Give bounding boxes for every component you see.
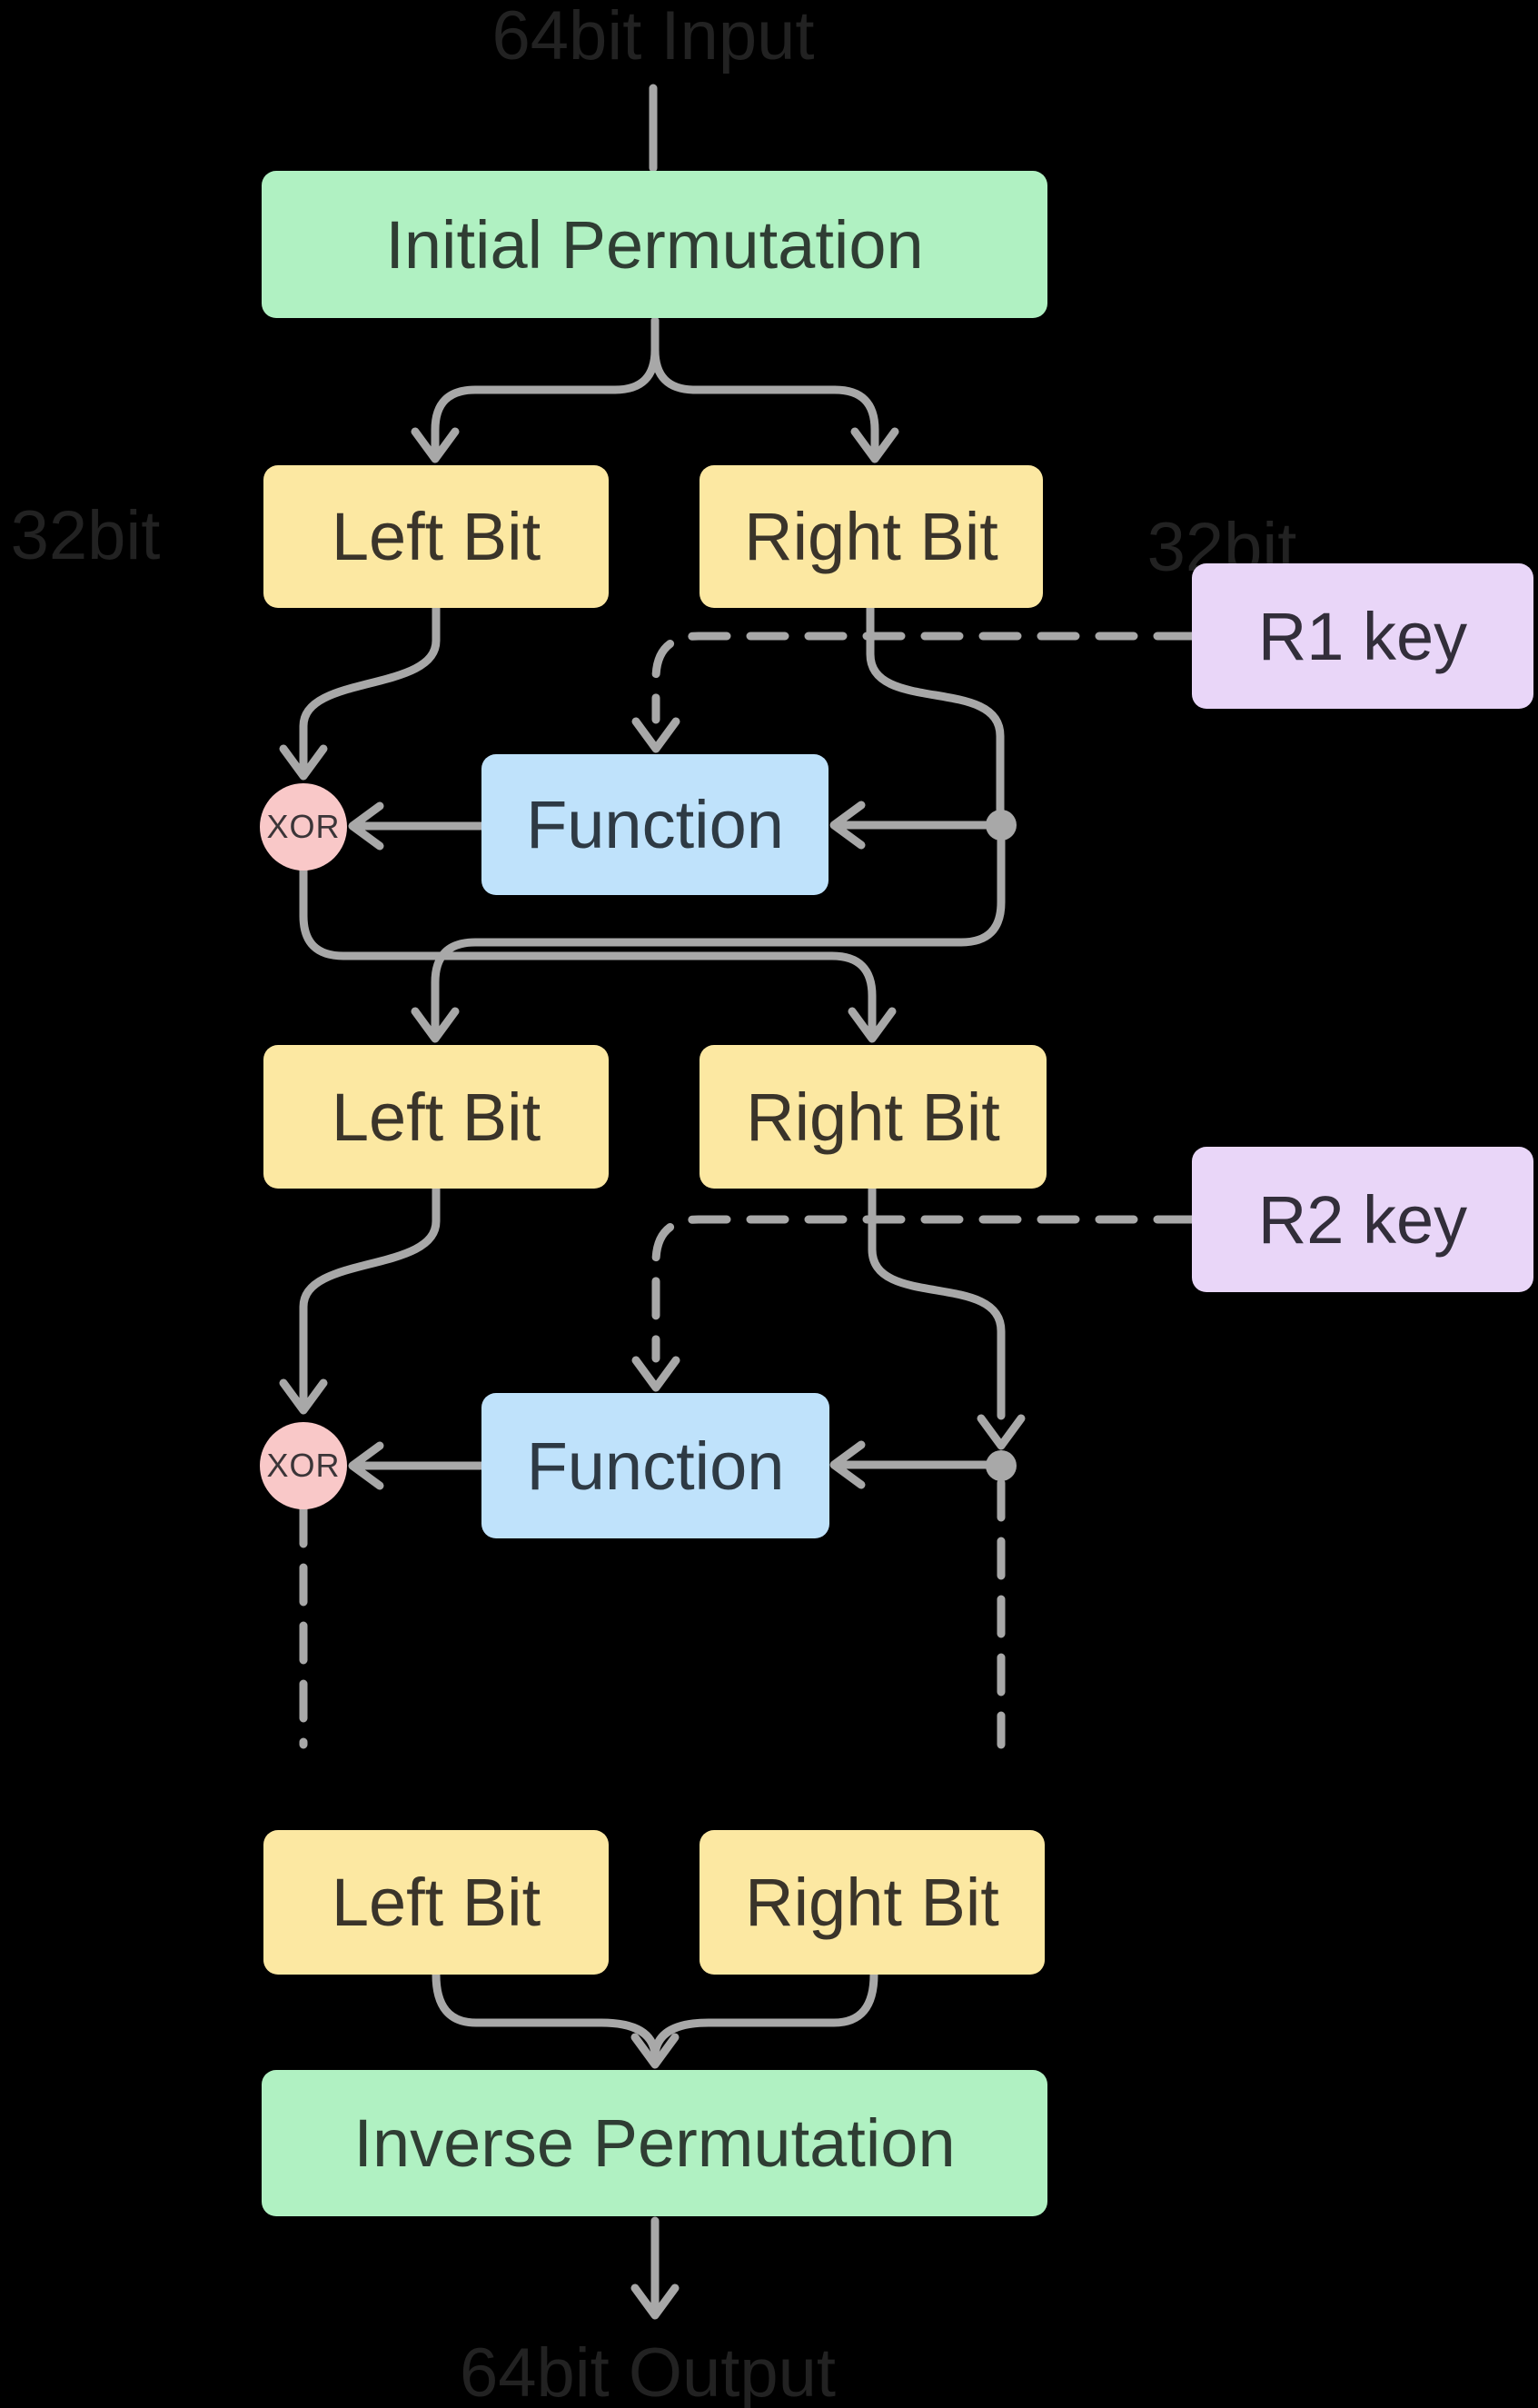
node-final-left-bit: Left Bit (263, 1830, 609, 1975)
node-round1-function: Function (481, 754, 829, 895)
arrowhead-down-icon (630, 2284, 680, 2320)
arrowhead-left-icon (348, 1441, 384, 1490)
node-round1-left-bit: Left Bit (263, 465, 609, 608)
arrowhead-left-icon (829, 801, 866, 850)
arrowhead-down-icon (411, 1007, 460, 1043)
node-initial-permutation: Initial Permutation (262, 171, 1047, 318)
input-label: 64bit Input (491, 0, 815, 75)
arrowhead-down-icon (850, 427, 899, 463)
arrowhead-down-icon (848, 1007, 897, 1043)
arrowhead-down-icon (279, 1378, 328, 1415)
node-round2-function: Function (481, 1393, 829, 1538)
edge-round1-function-to-xor (348, 801, 486, 851)
node-r2-key: R2 key (1192, 1147, 1533, 1292)
node-round1-right-bit: Right Bit (700, 465, 1043, 608)
node-final-right-bit: Right Bit (700, 1830, 1045, 1975)
arrowhead-down-icon (631, 717, 680, 753)
arrowhead-down-icon (977, 1414, 1026, 1450)
edge-r2-key-to-function (631, 1215, 1196, 1392)
node-round2-xor: XOR (260, 1422, 347, 1509)
edge-round1-junction-to-function (829, 801, 1006, 850)
output-label: 64bit Output (459, 2334, 837, 2408)
edge-r1-key-to-function (631, 632, 1196, 753)
edge-round1-left-bit-to-xor (279, 603, 441, 781)
edge-round2-left-bit-to-xor (279, 1184, 441, 1415)
edge-initial-permutation-to-right-bit (650, 316, 899, 463)
edge-initial-permutation-to-left-bit (411, 316, 660, 463)
bitwidth-left-label: 32bit (10, 497, 161, 574)
arrowhead-down-icon (630, 2033, 680, 2069)
arrowhead-down-icon (411, 427, 460, 463)
arrowhead-down-icon (631, 1356, 680, 1392)
node-round2-right-bit: Right Bit (700, 1045, 1047, 1189)
node-round2-left-bit: Left Bit (263, 1045, 609, 1189)
edge-round2-function-to-xor (348, 1441, 486, 1490)
edge-round2-junction-to-function (829, 1440, 1006, 1489)
edge-round1-xor-to-round2-right-bit (299, 866, 897, 1043)
edge-inverse-permutation-to-output (630, 2216, 680, 2320)
edge-round2-right-bit-to-junction (868, 1184, 1026, 1450)
edge-round1-junction-to-round2-left-bit (411, 836, 1006, 1043)
edge-round1-right-bit-to-junction (866, 603, 1005, 817)
edge-final-right-bit-to-inverse-permutation (630, 1970, 878, 2069)
arrowhead-down-icon (279, 744, 328, 781)
arrowhead-left-icon (348, 801, 384, 851)
node-inverse-permutation: Inverse Permutation (262, 2070, 1047, 2216)
node-round1-xor: XOR (260, 783, 347, 871)
node-r1-key: R1 key (1192, 563, 1533, 709)
edge-final-left-bit-to-inverse-permutation (432, 1970, 660, 2058)
arrowhead-left-icon (829, 1440, 866, 1489)
